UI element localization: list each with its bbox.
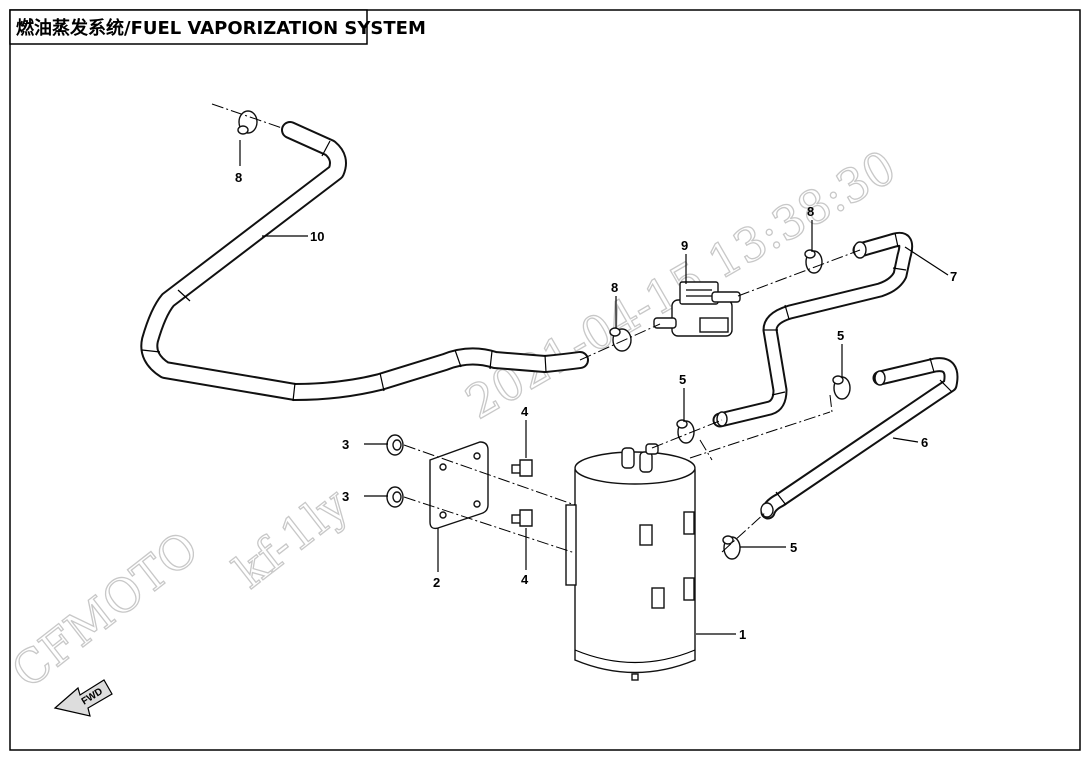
title-box: 燃油蒸发系统/FUEL VAPORIZATION SYSTEM [9,9,426,45]
callout-4-upper: 4 [521,404,529,419]
callout-4-lower: 4 [521,572,529,587]
watermark: CFMOTO kf-1ly 2021-04-15 13:38:30 [1,139,906,699]
diagram-border [9,9,1081,751]
bolt-4-lower [511,509,533,527]
clip-5-lower [722,535,741,560]
clip-5-upper [832,375,851,400]
callouts: 8 10 8 8 9 7 5 5 6 5 1 2 3 3 4 4 [235,170,957,642]
callout-3-lower: 3 [342,489,349,504]
callout-10: 10 [310,229,324,244]
purge-valve-9 [653,281,741,337]
fwd-arrow-icon: FWD [53,679,113,717]
bolt-4-upper [511,459,533,477]
assembly-lines [211,103,861,554]
callout-5-mid: 5 [679,372,686,387]
callout-1: 1 [739,627,746,642]
charcoal-canister-1 [565,443,696,681]
grommet-3-lower [386,486,404,508]
callout-8-left: 8 [235,170,242,185]
bracket-2 [429,441,489,530]
diagram-title: 燃油蒸发系统/FUEL VAPORIZATION SYSTEM [16,17,426,39]
hose-7 [712,231,914,428]
clip-5-mid [676,419,695,444]
clip-8-left [237,110,258,135]
callout-8-mid: 8 [611,280,618,295]
watermark-user: kf-1ly [224,477,359,599]
callout-5-lower: 5 [790,540,797,555]
callout-3-upper: 3 [342,437,349,452]
grommet-3-upper [386,434,404,456]
clip-8-mid [609,327,632,352]
callout-2: 2 [433,575,440,590]
leader-lines [239,140,949,635]
callout-9: 9 [681,238,688,253]
callout-6: 6 [921,435,928,450]
callout-7: 7 [950,269,957,284]
watermark-brand: CFMOTO [2,520,209,698]
hose-10 [140,121,589,402]
callout-8-right: 8 [807,204,814,219]
clip-8-right [804,249,823,274]
callout-5-upper: 5 [837,328,844,343]
